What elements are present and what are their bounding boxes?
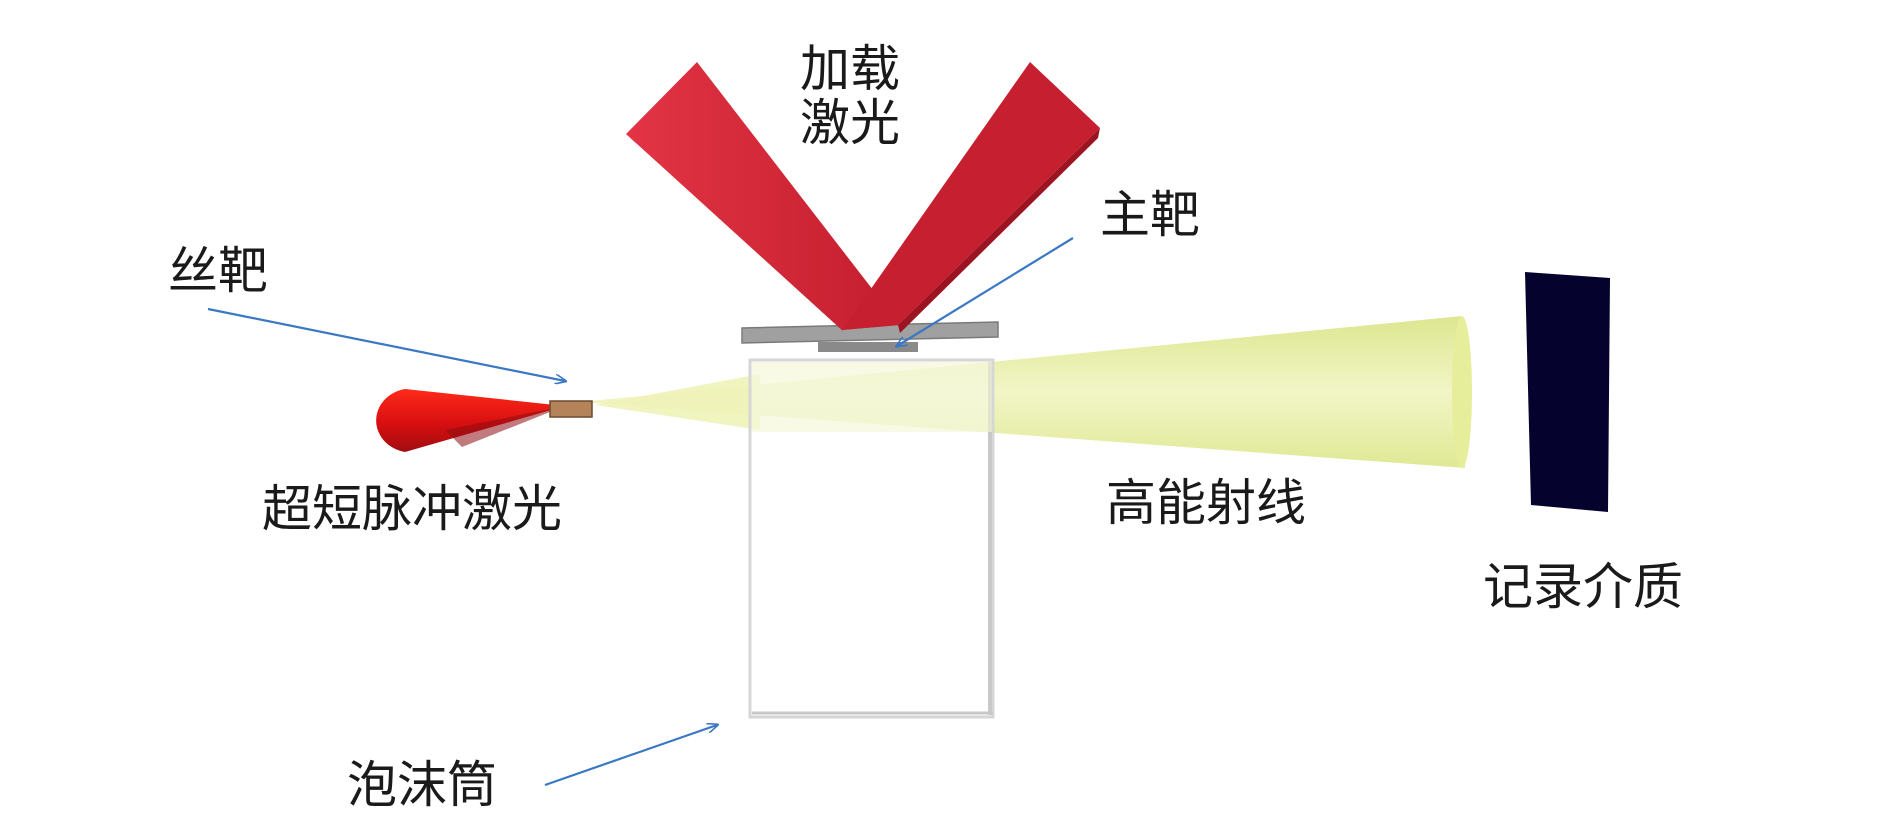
high-energy-ray-cone bbox=[580, 316, 1465, 468]
loading-laser-left bbox=[626, 62, 900, 330]
wire-target bbox=[549, 400, 593, 418]
loading-laser-label: 加载 激光 bbox=[800, 40, 900, 152]
ultrashort-laser-label: 超短脉冲激光 bbox=[262, 480, 562, 538]
recording-medium bbox=[1525, 272, 1610, 512]
wire-target-label: 丝靶 bbox=[168, 242, 268, 300]
main-target-arrow bbox=[897, 237, 1074, 346]
foam-cylinder-arrow bbox=[544, 725, 717, 787]
ultrashort-laser-cone bbox=[376, 389, 565, 452]
ray-cone-end bbox=[1452, 316, 1472, 468]
loading-laser-right bbox=[842, 62, 1100, 330]
foam-cylinder bbox=[748, 358, 995, 719]
high-energy-rays-label: 高能射线 bbox=[1106, 474, 1306, 532]
recording-medium-label: 记录介质 bbox=[1483, 558, 1683, 616]
main-target-label: 主靶 bbox=[1100, 186, 1200, 244]
loading-laser-beams bbox=[626, 62, 1100, 333]
main-target bbox=[741, 321, 999, 352]
wire-ray-beam bbox=[595, 374, 760, 430]
foam-cylinder-label: 泡沫筒 bbox=[347, 756, 497, 814]
wire-target-arrow bbox=[207, 307, 565, 381]
